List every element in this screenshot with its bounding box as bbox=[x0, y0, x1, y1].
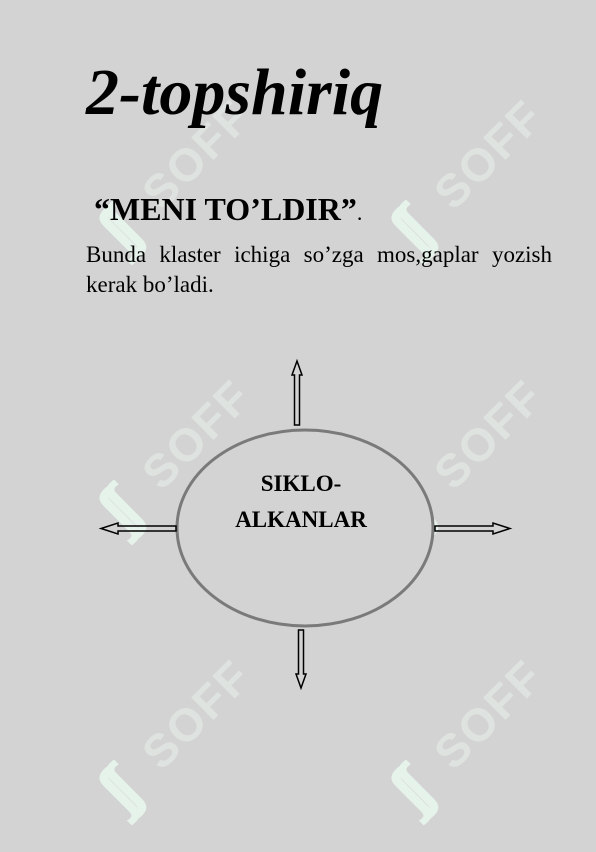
cluster-center-ellipse bbox=[175, 428, 435, 628]
subtitle-period: . bbox=[356, 200, 363, 225]
arrow-left-icon bbox=[98, 521, 177, 536]
task-subtitle: “MENI TO’LDIR”. bbox=[94, 193, 362, 225]
arrow-down-icon bbox=[294, 629, 308, 691]
subtitle-text: “MENI TO’LDIR” bbox=[94, 191, 357, 227]
task-description: Bunda klaster ichiga so’zga mos,gaplar y… bbox=[86, 242, 552, 297]
center-label-line1: SIKLO- bbox=[260, 471, 342, 496]
center-label-line2: ALKANLAR bbox=[235, 507, 367, 532]
arrow-up-icon bbox=[290, 358, 304, 426]
page-title: 2-topshiriq bbox=[86, 56, 384, 129]
cluster-center-label: SIKLO- ALKANLAR bbox=[196, 466, 406, 538]
arrow-right-icon bbox=[434, 521, 513, 536]
